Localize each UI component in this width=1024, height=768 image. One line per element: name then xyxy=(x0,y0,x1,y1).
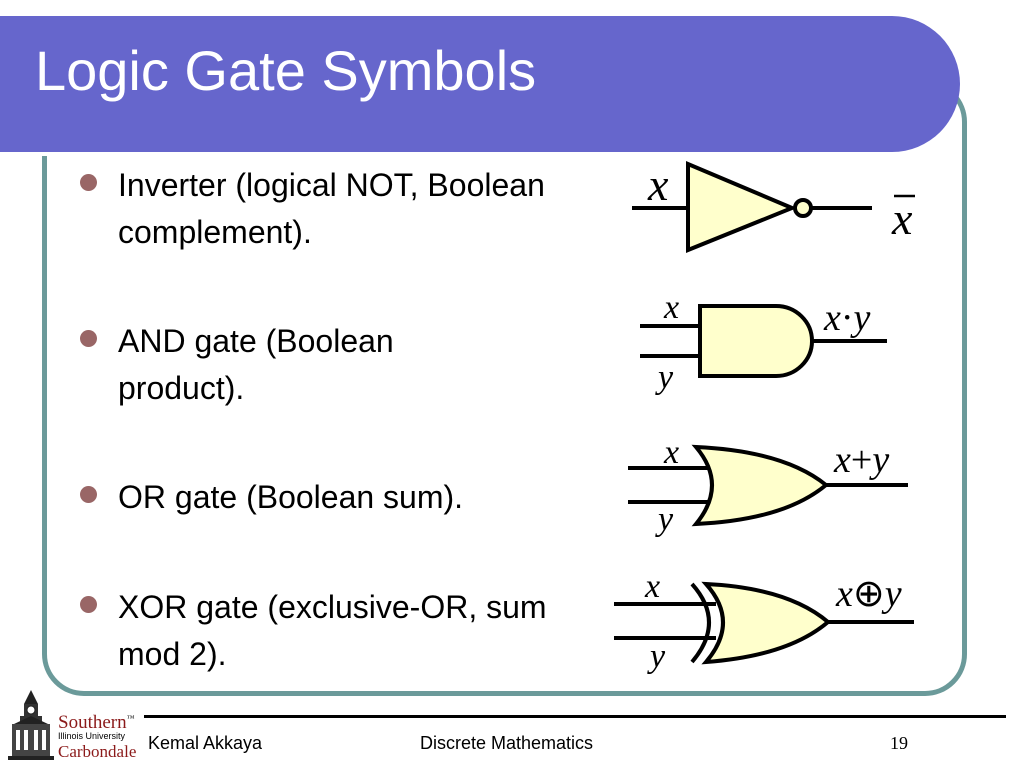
not-output-label: x xyxy=(891,193,913,244)
xor-gate: x y x⊕y xyxy=(614,568,914,675)
bullet-dot xyxy=(80,596,97,613)
footer-rule xyxy=(144,715,1006,718)
bullet-text: Inverter (logical NOT, Boolean complemen… xyxy=(118,167,545,250)
bullet-dot xyxy=(80,486,97,503)
content-frame xyxy=(42,80,967,696)
not-bubble xyxy=(793,198,813,218)
xor-body xyxy=(701,581,832,665)
footer-course: Discrete Mathematics xyxy=(420,733,594,753)
bullet-text: XOR gate (exclusive-OR, sum mod 2). xyxy=(118,589,547,672)
and-body xyxy=(698,304,814,378)
footer-author: Kemal Akkaya xyxy=(148,733,263,753)
not-triangle xyxy=(686,160,798,253)
xor-output-label: x⊕y xyxy=(835,573,902,615)
siu-tower-logo xyxy=(8,690,54,760)
not-input-label: x xyxy=(647,159,669,210)
logo-carbondale: Carbondale xyxy=(58,742,137,761)
title-underline xyxy=(0,152,905,156)
and-output-label: x·y xyxy=(823,297,871,339)
and-gate: x y x·y xyxy=(640,289,887,396)
or-gate: x y x+y xyxy=(628,434,908,538)
or-input-label-x: x xyxy=(663,434,679,471)
or-output-label: x+y xyxy=(833,439,889,481)
or-input-label-y: y xyxy=(655,501,674,538)
and-input-label-y: y xyxy=(655,359,674,396)
logo-southern: Southern™ xyxy=(58,712,135,733)
bullet-dot xyxy=(80,330,97,347)
page-title: Logic Gate Symbols xyxy=(35,39,537,102)
xor-input-label-x: x xyxy=(644,568,660,605)
not-gate: x x xyxy=(632,159,915,253)
title-bar xyxy=(0,16,960,156)
footer-page-number: 19 xyxy=(890,733,908,753)
and-input-label-x: x xyxy=(663,289,679,326)
or-body xyxy=(691,444,830,527)
bullet-text: AND gate (Boolean product). xyxy=(118,323,394,406)
xor-extra-arc xyxy=(690,582,711,664)
logo-siu: Illinois University xyxy=(58,731,126,741)
bullet-dot xyxy=(80,174,97,191)
xor-input-label-y: y xyxy=(647,638,666,675)
bullet-text: OR gate (Boolean sum). xyxy=(118,479,464,515)
